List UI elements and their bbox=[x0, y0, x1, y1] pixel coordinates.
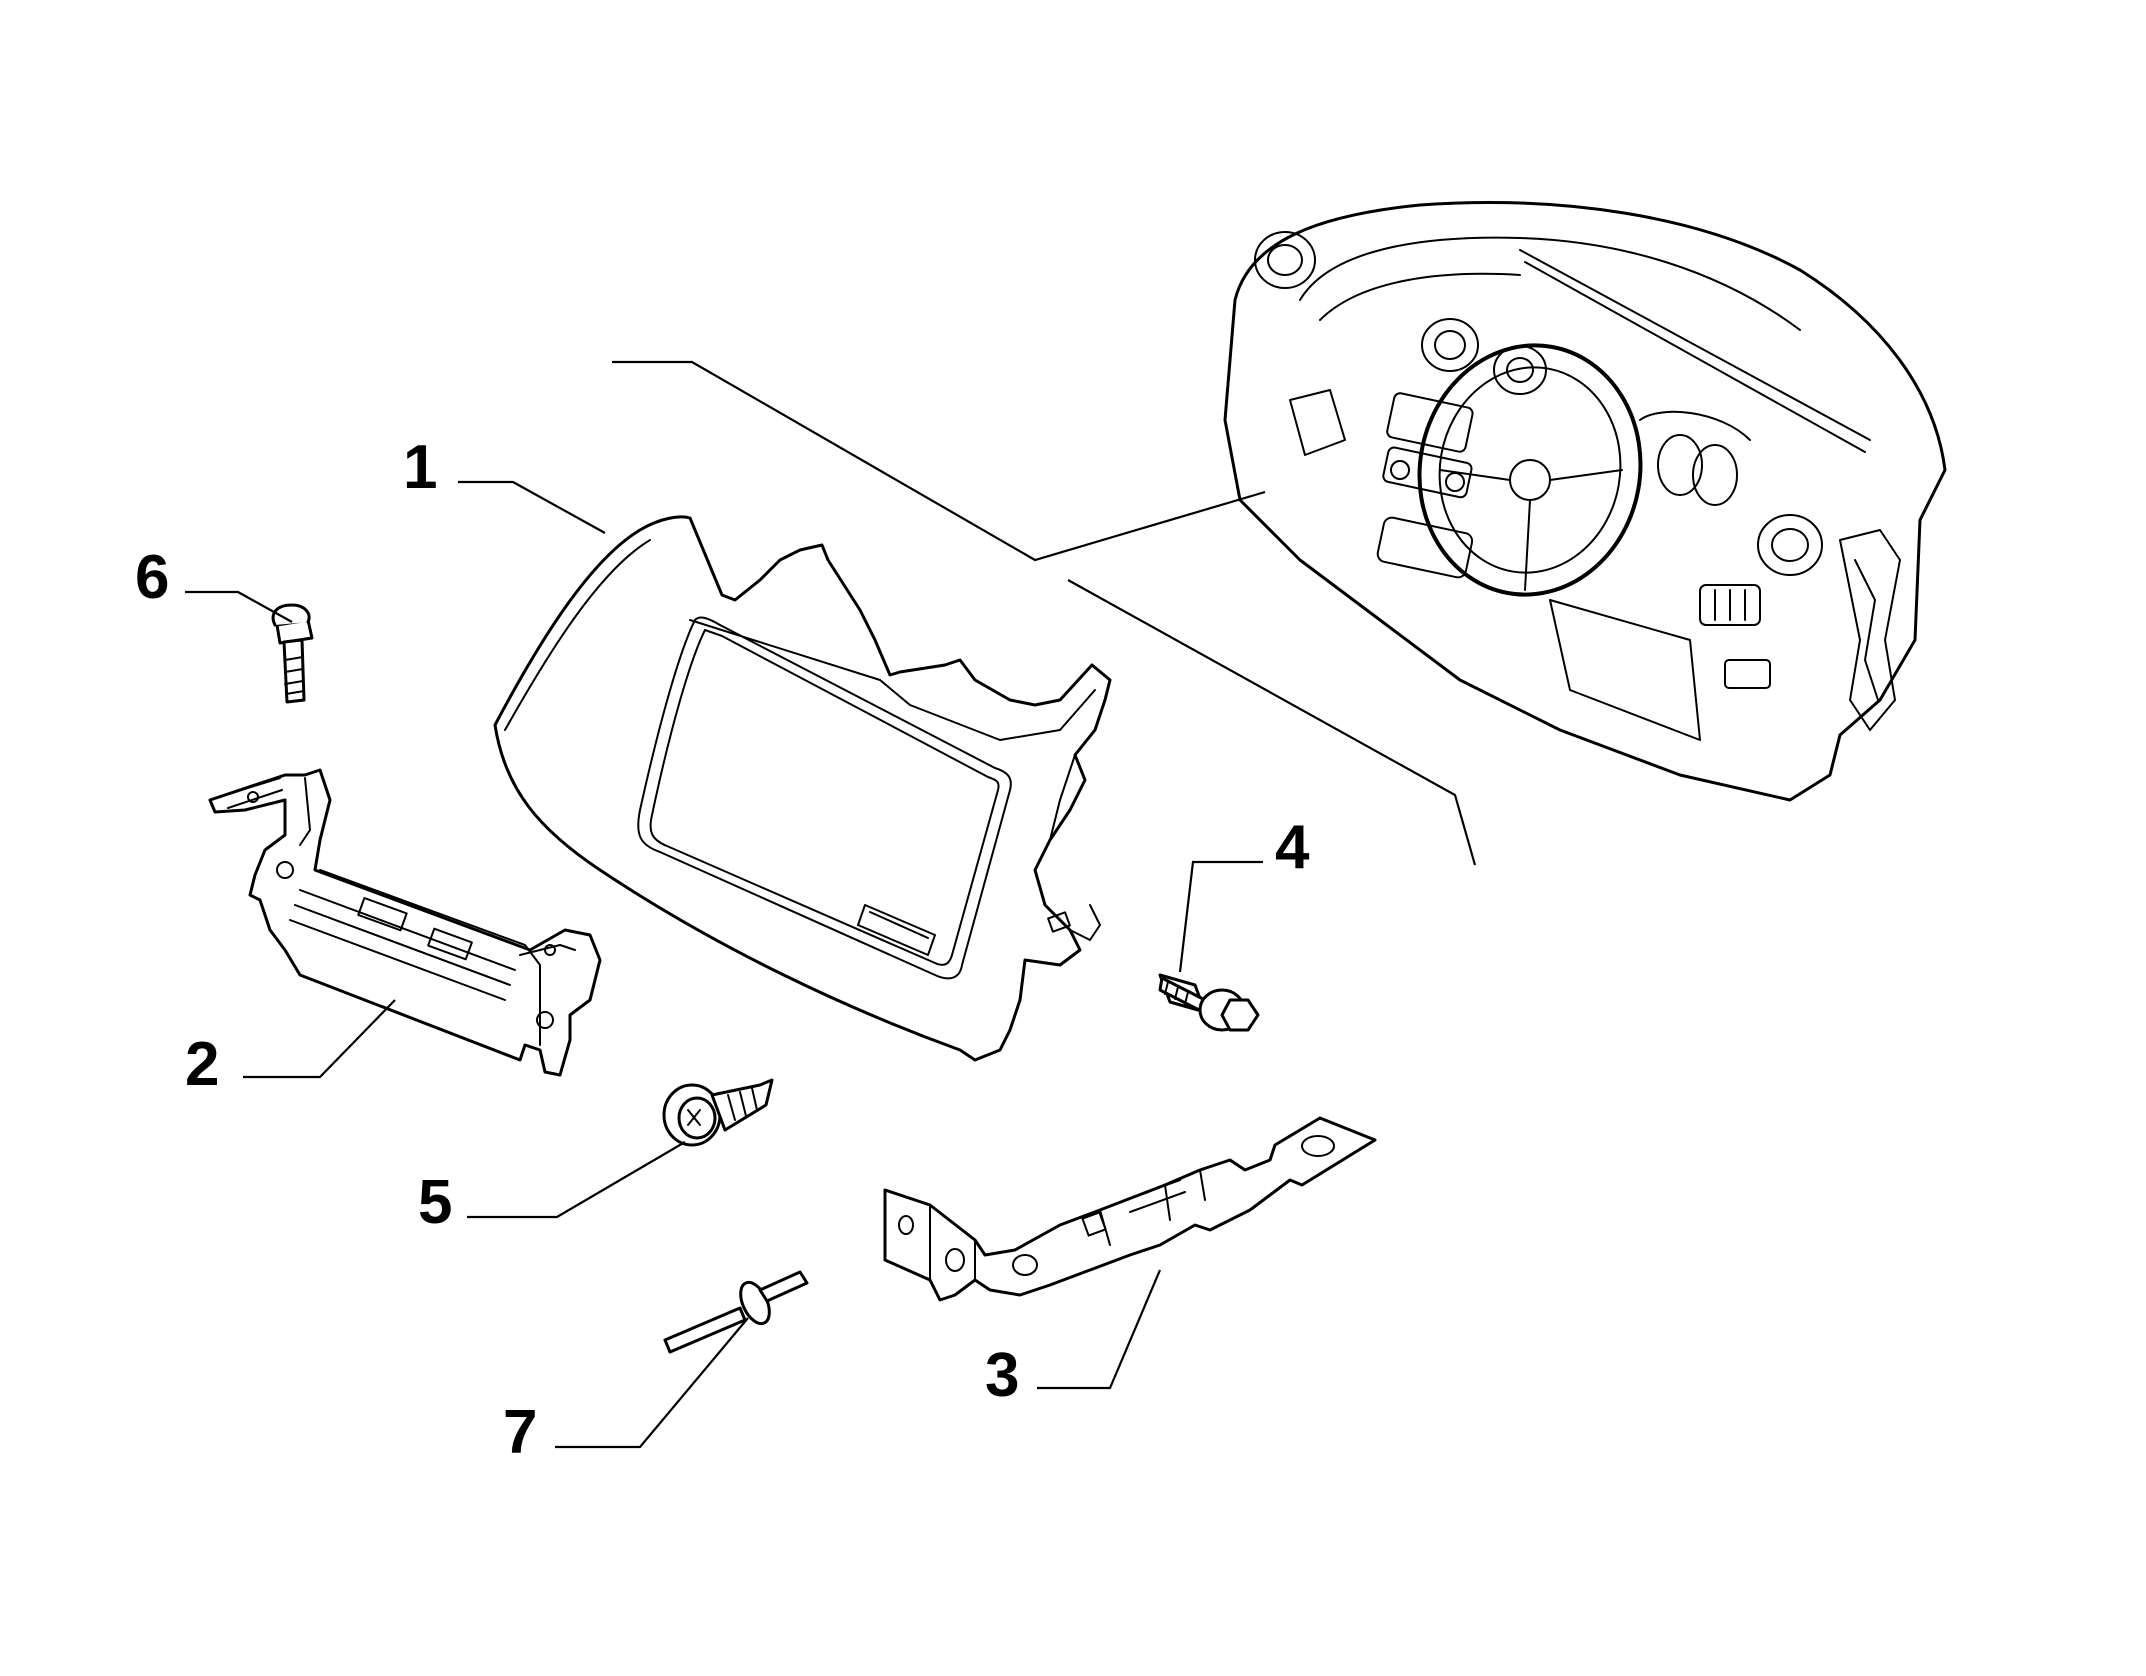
callout-6: 6 bbox=[135, 543, 169, 612]
explode-lines bbox=[612, 360, 1477, 866]
trim-panel-part-1 bbox=[493, 515, 1112, 1062]
callout-5: 5 bbox=[418, 1168, 452, 1237]
callout-2: 2 bbox=[185, 1030, 219, 1099]
callout-3: 3 bbox=[985, 1341, 1019, 1410]
leader-lines bbox=[185, 480, 1263, 1449]
screw-part-5 bbox=[662, 1078, 774, 1147]
bolt-part-6 bbox=[271, 603, 314, 704]
rivet-part-7 bbox=[663, 1270, 809, 1354]
callout-4: 4 bbox=[1275, 813, 1310, 882]
dashboard-overview bbox=[1223, 201, 1947, 802]
callouts: 1 2 3 4 5 6 7 bbox=[135, 433, 1310, 1467]
bracket-part-2 bbox=[208, 768, 602, 1077]
callout-1: 1 bbox=[403, 433, 437, 502]
bolt-part-4 bbox=[1158, 973, 1260, 1032]
bracket-part-3 bbox=[883, 1116, 1377, 1302]
callout-7: 7 bbox=[503, 1398, 537, 1467]
